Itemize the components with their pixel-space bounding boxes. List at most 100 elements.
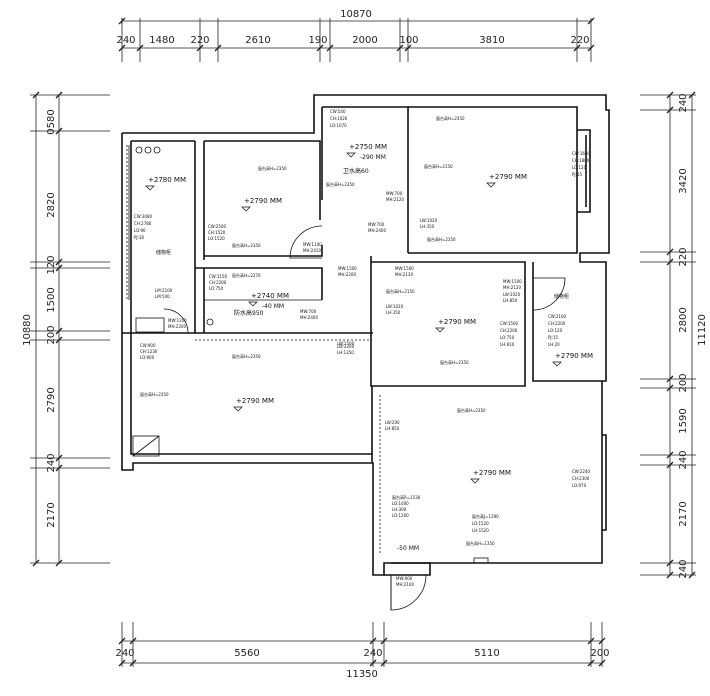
room-annotation: LW:200 — [385, 420, 400, 425]
wall-storage — [532, 262, 602, 382]
dimension-left-segment: 200 — [46, 325, 57, 344]
elevation-marker-icon — [248, 301, 258, 307]
room-annotation: 窗台高H=2350 — [436, 115, 465, 121]
room-annotation: LH:850 — [503, 298, 518, 303]
dimension-left-segment: 2820 — [46, 192, 57, 217]
wall-master — [408, 106, 578, 254]
room-annotation: MW:1500 — [503, 279, 522, 284]
dimension-bottom-segment: 240 — [115, 648, 134, 659]
dimension-left-segment: 1500 — [46, 287, 57, 312]
room-height: +2780 MM — [148, 176, 186, 184]
wall-bedroom-mid — [370, 256, 526, 387]
room-annotation: CH:2200 — [548, 321, 566, 326]
dimension-bottom-total: 11350 — [346, 669, 378, 680]
room-annotation: MH:2130 — [395, 272, 413, 277]
fixture-icon — [144, 146, 152, 154]
room-annotation: LW:1020 — [503, 292, 521, 297]
elevation-marker-icon — [435, 327, 445, 333]
room-height: +2790 MM — [244, 197, 282, 205]
room-height: +2740 MM — [251, 292, 289, 300]
room-annotation: MH:2120 — [503, 285, 521, 290]
dimension-top-segment: 100 — [399, 35, 418, 46]
room-annotation: LO:1200 — [392, 513, 409, 518]
wall-entrance — [384, 562, 431, 576]
room-annotation: MH:2410 — [303, 248, 321, 253]
dimension-bottom-segment: 240 — [363, 648, 382, 659]
room-annotation: 窗台高H=2350 — [258, 165, 287, 171]
wall-room-a — [204, 140, 321, 220]
room-annotation: LH:1520 — [472, 528, 489, 533]
step-icon — [135, 317, 165, 333]
room-annotation: LH:1350 — [337, 350, 354, 355]
room-label: 卫水高60 — [343, 167, 369, 175]
dimension-left-segment: 2790 — [46, 387, 57, 412]
room-label: 储物柜 — [156, 249, 171, 256]
room-annotation: 窗台高H=2150 — [386, 288, 415, 294]
room-annotation: MH:2200 — [168, 324, 186, 329]
room-height: +2790 MM — [236, 397, 274, 405]
room-annotation: CW:2240 — [572, 469, 590, 474]
room-annotation: CH:1230 — [140, 349, 158, 354]
elevation-marker-icon — [486, 182, 496, 188]
room-annotation: LO:1000 — [392, 501, 409, 506]
dimension-top-segment: 2000 — [352, 35, 377, 46]
room-annotation: LW:1020 — [386, 304, 404, 309]
room-annotation: CH:2200 — [500, 328, 518, 333]
dimension-bottom-segment: 200 — [590, 648, 609, 659]
room-annotation: CW:1500 — [500, 321, 518, 326]
room-annotation: 窗台高H=1350 — [466, 540, 495, 546]
room-annotation: CW:2100 — [548, 314, 566, 319]
dimension-left-segment: 2170 — [46, 502, 57, 527]
room-annotation: PJ:15 — [548, 335, 558, 340]
room-annotation: MH:2400 — [368, 228, 386, 233]
dimension-left-segment: 0580 — [46, 109, 57, 134]
door-swing-strip — [163, 308, 189, 334]
room-annotation: LH:20 — [548, 342, 560, 347]
dimension-right-segment: 2170 — [678, 501, 689, 526]
elevation-marker-icon — [552, 361, 562, 367]
room-annotation: 窗台高H=2150 — [424, 163, 453, 169]
room-annotation: MW:1500 — [395, 266, 414, 271]
room-annotation: MH:2100 — [396, 582, 414, 587]
room-annotation: PJ:15 — [572, 172, 582, 177]
room-annotation: MH:2400 — [300, 315, 318, 320]
room-annotation: CW:900 — [140, 343, 156, 348]
door-swing-room-a — [289, 225, 323, 259]
elevation-marker-icon — [470, 478, 480, 484]
room-annotation: LO:1070 — [330, 123, 347, 128]
room-annotation: LO:750 — [209, 286, 224, 291]
room-annotation: LH:350 — [420, 224, 435, 229]
room-annotation: LO:90 — [134, 228, 146, 233]
room-annotation: MW:1100 — [303, 242, 322, 247]
room-annotation: MH:2120 — [386, 197, 404, 202]
room-annotation: CW:2500 — [208, 224, 226, 229]
room-annotation: MW:700 — [300, 309, 317, 314]
fixture-icon — [153, 146, 161, 154]
dimension-right-segment: 2800 — [678, 307, 689, 332]
cabinet-diagonal — [132, 435, 160, 457]
room-annotation: CW:3080 — [134, 214, 152, 219]
room-height: +2790 MM — [489, 173, 527, 181]
room-annotation: CH:1800 — [572, 158, 590, 163]
dimension-left-segment: 120 — [46, 255, 57, 274]
dimension-left-total: 10880 — [22, 314, 33, 346]
room-height: -50 MM — [397, 545, 419, 552]
room-annotation: MW:700 — [386, 191, 403, 196]
dimension-right-segment: 240 — [678, 93, 689, 112]
dimension-right-segment: 240 — [678, 450, 689, 469]
room-annotation: 窗台高H=2350 — [232, 242, 261, 248]
fixture-icon — [206, 318, 214, 326]
wall-small-top — [195, 267, 323, 300]
dimension-bottom-segment: 5110 — [474, 648, 499, 659]
room-annotation: CH:1020 — [330, 116, 348, 121]
room-height: -40 MM — [262, 303, 284, 310]
dimension-top-segment: 220 — [190, 35, 209, 46]
labels: +2780 MMCW:3080CH:2780LO:90PJ:30储物柜LM:21… — [134, 109, 593, 587]
room-annotation: LH:810 — [500, 342, 515, 347]
wall-toilet — [322, 106, 409, 253]
room-annotation: PJ:30 — [134, 235, 144, 240]
room-annotation: LH:850 — [385, 426, 400, 431]
outer-wall — [121, 94, 610, 576]
wall-bay-window — [577, 129, 591, 213]
